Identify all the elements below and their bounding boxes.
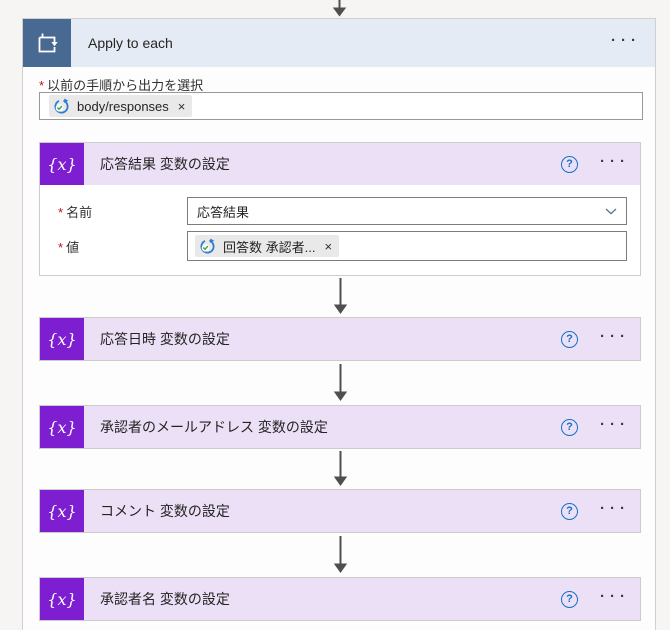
card-header[interactable]: {x} 承認者名 変数の設定 ? ··· bbox=[40, 578, 640, 620]
connector bbox=[39, 449, 641, 489]
action-card-set-variable-response-datetime: {x} 応答日時 変数の設定 ? ··· bbox=[39, 317, 641, 361]
connector bbox=[39, 361, 641, 405]
chevron-down-icon[interactable] bbox=[605, 208, 617, 215]
more-button[interactable]: ··· bbox=[600, 589, 630, 610]
card-header[interactable]: {x} 承認者のメールアドレス 変数の設定 ? ··· bbox=[40, 406, 640, 448]
value-field-label: * 値 bbox=[58, 237, 187, 256]
variable-icon-glyph: {x} bbox=[47, 154, 77, 174]
variable-icon-glyph: {x} bbox=[47, 329, 77, 349]
more-button[interactable]: ··· bbox=[600, 417, 630, 438]
variable-icon-glyph: {x} bbox=[47, 589, 77, 609]
scope-title: Apply to each bbox=[88, 35, 173, 51]
action-card-set-variable-response-result: {x} 応答結果 変数の設定 ? ··· * 名前 応答結果 bbox=[39, 142, 641, 276]
remove-token-button[interactable]: × bbox=[315, 240, 332, 253]
variable-icon: {x} bbox=[40, 490, 84, 532]
connector bbox=[39, 533, 641, 577]
card-body: * 名前 応答結果 * 値 bbox=[40, 185, 640, 275]
flow-connector-arrow bbox=[333, 278, 347, 314]
flow-connector-arrow bbox=[332, 0, 347, 17]
more-button[interactable]: ··· bbox=[600, 501, 630, 522]
card-title: 応答結果 変数の設定 bbox=[100, 156, 230, 172]
more-button[interactable]: ··· bbox=[600, 154, 630, 175]
remove-token-button[interactable]: × bbox=[169, 100, 186, 113]
flow-connector-arrow bbox=[333, 451, 347, 486]
variable-icon: {x} bbox=[40, 318, 84, 360]
card-header[interactable]: {x} 応答日時 変数の設定 ? ··· bbox=[40, 318, 640, 360]
required-mark: * bbox=[58, 239, 64, 255]
card-title: 承認者名 変数の設定 bbox=[100, 591, 230, 607]
apply-to-each-loop-icon bbox=[23, 19, 71, 67]
variable-icon: {x} bbox=[40, 406, 84, 448]
action-card-set-variable-approver-email: {x} 承認者のメールアドレス 変数の設定 ? ··· bbox=[39, 405, 641, 449]
card-title: 応答日時 変数の設定 bbox=[100, 331, 230, 347]
variable-icon: {x} bbox=[40, 578, 84, 620]
card-header[interactable]: {x} 応答結果 変数の設定 ? ··· bbox=[40, 143, 640, 185]
field-row-value: * 値 bbox=[58, 231, 640, 261]
card-title: コメント 変数の設定 bbox=[100, 503, 230, 519]
help-button[interactable]: ? bbox=[561, 418, 578, 436]
action-card-set-variable-comment: {x} コメント 変数の設定 ? ··· bbox=[39, 489, 641, 533]
approvals-response-icon bbox=[53, 98, 70, 115]
scope-body: * 以前の手順から出力を選択 body/responses × bbox=[23, 75, 655, 621]
variable-icon: {x} bbox=[40, 143, 84, 185]
value-label-text: 値 bbox=[66, 239, 80, 255]
card-title: 承認者のメールアドレス 変数の設定 bbox=[100, 419, 328, 435]
variable-name-input[interactable]: 応答結果 bbox=[187, 197, 627, 225]
token-chip-text: 回答数 承認者... bbox=[223, 239, 316, 255]
token-chip-answer[interactable]: 回答数 承認者... × bbox=[195, 235, 340, 257]
help-button[interactable]: ? bbox=[561, 330, 578, 348]
scope-more-button[interactable]: ··· bbox=[611, 33, 641, 54]
required-mark: * bbox=[58, 204, 64, 220]
apply-to-each-header[interactable]: Apply to each ··· bbox=[23, 19, 655, 67]
name-field-label: * 名前 bbox=[58, 202, 187, 221]
flow-connector-arrow bbox=[333, 536, 347, 573]
help-button[interactable]: ? bbox=[561, 502, 578, 520]
field-row-name: * 名前 応答結果 bbox=[58, 197, 640, 225]
more-button[interactable]: ··· bbox=[600, 329, 630, 350]
required-mark: * bbox=[39, 78, 45, 93]
help-button[interactable]: ? bbox=[561, 590, 578, 608]
action-card-set-variable-approver-name: {x} 承認者名 変数の設定 ? ··· bbox=[39, 577, 641, 621]
variable-name-value: 応答結果 bbox=[197, 204, 250, 220]
output-select-input[interactable]: body/responses × bbox=[39, 92, 643, 120]
output-select-label: * 以前の手順から出力を選択 bbox=[39, 75, 639, 93]
connector bbox=[39, 276, 641, 317]
token-chip-text: body/responses bbox=[77, 98, 169, 114]
apply-to-each-scope: Apply to each ··· * 以前の手順から出力を選択 body/re… bbox=[22, 18, 656, 630]
approvals-response-icon bbox=[199, 238, 216, 255]
name-label-text: 名前 bbox=[66, 204, 93, 220]
variable-icon-glyph: {x} bbox=[47, 501, 77, 521]
output-select-label-text: 以前の手順から出力を選択 bbox=[47, 78, 204, 93]
token-chip-body-responses[interactable]: body/responses × bbox=[49, 95, 193, 117]
help-button[interactable]: ? bbox=[561, 155, 578, 173]
variable-icon-glyph: {x} bbox=[47, 417, 77, 437]
variable-value-input[interactable]: 回答数 承認者... × bbox=[187, 231, 627, 261]
card-header[interactable]: {x} コメント 変数の設定 ? ··· bbox=[40, 490, 640, 532]
flow-connector-arrow bbox=[333, 364, 347, 401]
